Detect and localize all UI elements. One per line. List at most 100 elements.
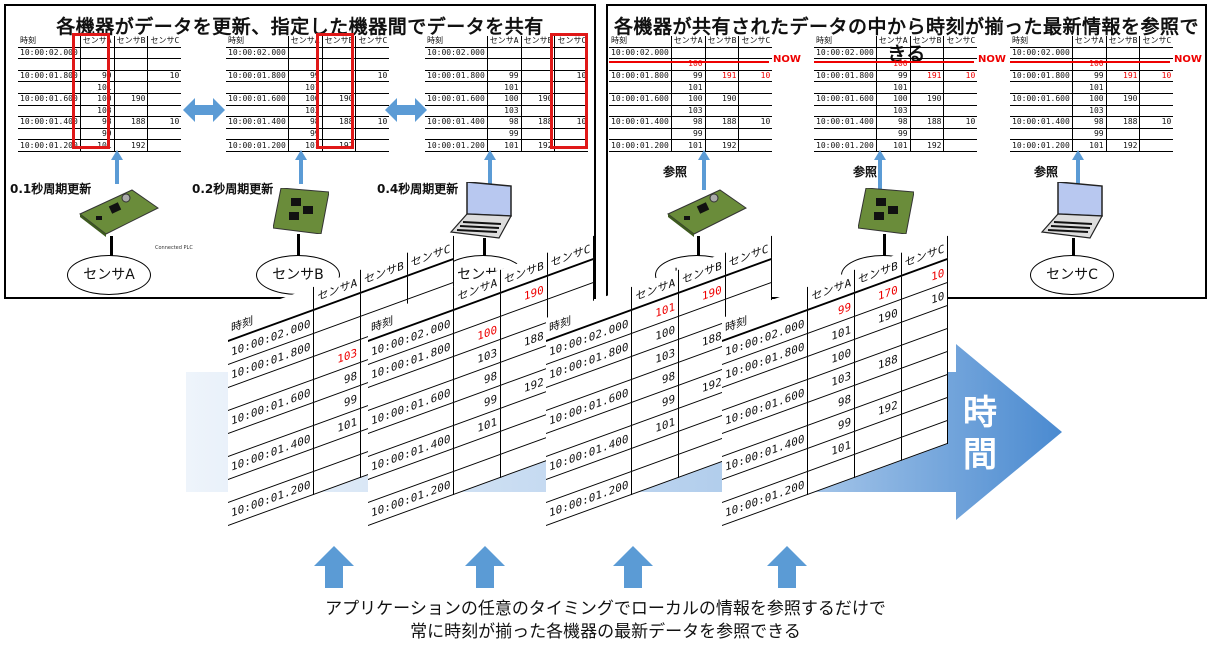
sensor-a-left: センサA: [67, 255, 151, 295]
table-cell: [113, 58, 148, 71]
column-header: センサB: [113, 36, 148, 48]
table-cell: 10:00:02.000: [226, 47, 289, 60]
table-cell: [738, 105, 773, 118]
table-cell: 103: [79, 105, 115, 118]
table-cell: [1139, 128, 1174, 141]
table-cell: 101: [1071, 81, 1107, 94]
table-cell: [1105, 105, 1140, 118]
table-cell: 188: [113, 116, 148, 129]
table-cell: 99: [79, 70, 115, 83]
table-cell: 10: [355, 116, 390, 129]
table-cell: 99: [875, 128, 911, 141]
table-cell: [1139, 47, 1174, 60]
table-row: 101: [1010, 81, 1174, 94]
table-cell: 103: [287, 105, 323, 118]
table-cell: 10:00:01.600: [226, 93, 289, 106]
share-arrow-2: [385, 98, 427, 122]
table-cell: [321, 105, 356, 118]
table-cell: [321, 70, 356, 83]
table-cell: 10:00:02.000: [814, 47, 877, 60]
table-cell: 103: [486, 105, 522, 118]
table-cell: [113, 81, 148, 94]
table-cell: [1139, 93, 1174, 106]
table-cell: [425, 58, 488, 71]
table-cell: 10:00:01.200: [226, 139, 289, 152]
table-cell: 10: [147, 70, 182, 83]
table-cell: [943, 139, 978, 152]
table-cell: 190: [520, 93, 555, 106]
table-cell: [287, 47, 323, 60]
table-cell: 100: [486, 93, 522, 106]
column-header: センサA: [79, 36, 115, 48]
table-cell: 100: [875, 93, 911, 106]
table-cell: 192: [113, 139, 148, 152]
table-cell: [554, 47, 589, 60]
table-cell: [554, 58, 589, 71]
circuit-board-icon-right: [858, 188, 914, 234]
table-row: 10:00:02.000: [1010, 47, 1174, 60]
table-cell: 10:00:01.800: [814, 70, 877, 83]
table-cell: 99: [1071, 70, 1107, 83]
table-cell: 10:00:01.800: [425, 70, 488, 83]
table-row: 99: [609, 128, 773, 141]
highlight-sensor-c: [550, 33, 588, 149]
table-cell: 101: [670, 139, 706, 152]
table-cell: [609, 105, 672, 118]
table-cell: [226, 58, 289, 71]
table-cell: [554, 128, 589, 141]
plc-caption: Connected PLC: [155, 245, 193, 251]
table-cell: [520, 128, 555, 141]
table-cell: 10:00:01.600: [609, 93, 672, 106]
update-arrow-b: [295, 150, 307, 184]
table-cell: 10:00:01.200: [1010, 139, 1073, 152]
table-row: 103: [814, 105, 978, 118]
table-cell: [226, 81, 289, 94]
table-row: 101: [18, 81, 182, 94]
table-cell: [147, 81, 182, 94]
table-cell: [520, 70, 555, 83]
lookup-arrow-4: [767, 546, 807, 588]
table-cell: 99: [287, 70, 323, 83]
column-header: センサB: [909, 36, 944, 48]
table-cell: 10: [147, 116, 182, 129]
sensor-c-right: センサC: [1030, 255, 1114, 295]
column-header: 時刻: [226, 36, 289, 48]
now-label-2: NOW: [978, 54, 1006, 65]
column-header: 時刻: [425, 36, 488, 48]
table-cell: [18, 128, 81, 141]
left-panel-title: 各機器がデータを更新、指定した機器間でデータを共有: [56, 16, 544, 38]
table-cell: [355, 58, 390, 71]
table-cell: [355, 47, 390, 60]
table-cell: 100: [79, 93, 115, 106]
caption-line-1: アプリケーションの任意のタイミングでローカルの情報を参照するだけで: [325, 599, 886, 619]
table-cell: 103: [875, 105, 911, 118]
table-cell: 10:00:01.200: [425, 139, 488, 152]
table-cell: [486, 47, 522, 60]
table-cell: 99: [1071, 128, 1107, 141]
table-cell: 101: [287, 139, 323, 152]
column-header: 時刻: [1010, 36, 1073, 48]
column-header: センサC: [1139, 36, 1174, 48]
table-cell: [425, 128, 488, 141]
table-cell: 103: [670, 105, 706, 118]
table-cell: 98: [486, 116, 522, 129]
table-cell: 98: [79, 116, 115, 129]
table-cell: [425, 105, 488, 118]
table-cell: [1139, 81, 1174, 94]
table-cell: [909, 105, 944, 118]
table-cell: 188: [909, 116, 944, 129]
table-cell: [609, 81, 672, 94]
table-cell: 10: [738, 70, 773, 83]
column-header: センサA: [1071, 36, 1107, 48]
update-arrow-a: [111, 150, 123, 184]
